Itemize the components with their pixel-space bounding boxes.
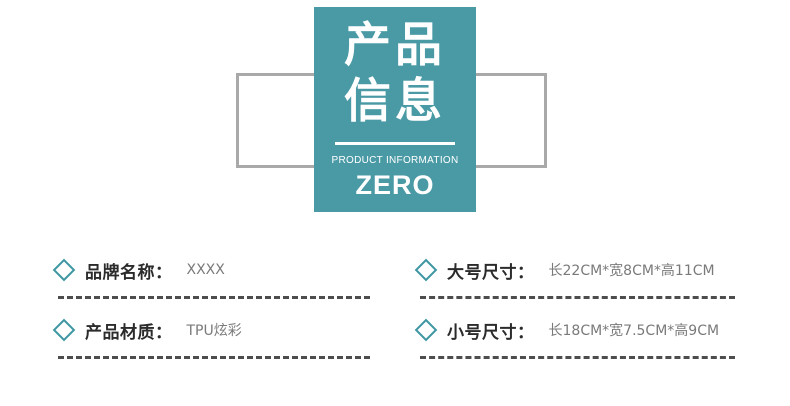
banner-divider-rule [335,142,455,145]
spec-value-material: TPU炫彩 [186,323,242,339]
diamond-icon [52,258,76,282]
spec-divider-dashed [58,356,370,359]
spec-label-small-size: 小号尺寸： [447,322,535,343]
spec-label-large-size: 大号尺寸： [447,262,535,283]
banner-title-line-1: 产品 [344,18,446,73]
spec-row-brand-name: 品牌名称： XXXX [52,248,372,308]
spec-value-large-size: 长22CM*宽8CM*高11CM [548,263,715,279]
banner-wordmark: ZERO [355,170,435,200]
spec-value-small-size: 长18CM*宽7.5CM*高9CM [548,323,720,339]
banner-subtitle: PRODUCT INFORMATION [331,155,459,166]
spec-row-small-size: 小号尺寸： 长18CM*宽7.5CM*高9CM [414,308,736,368]
product-spec-list: 品牌名称： XXXX 产品材质： TPU炫彩 大号尺寸： 长22CM*宽8CM*… [0,248,790,378]
spec-column-left: 品牌名称： XXXX 产品材质： TPU炫彩 [52,248,372,368]
diamond-icon [414,258,438,282]
spec-label-brand-name: 品牌名称： [85,262,173,283]
banner-accent-card: 产品 信息 PRODUCT INFORMATION ZERO [314,7,476,212]
spec-label-material: 产品材质： [85,322,173,343]
banner-title-line-2: 信息 [344,74,446,129]
spec-row-material: 产品材质： TPU炫彩 [52,308,372,368]
spec-row-large-size: 大号尺寸： 长22CM*宽8CM*高11CM [414,248,736,308]
diamond-icon [414,318,438,342]
spec-divider-dashed [420,296,735,299]
spec-divider-dashed [420,356,735,359]
spec-divider-dashed [58,296,370,299]
diamond-icon [52,318,76,342]
product-information-banner: 产品 信息 PRODUCT INFORMATION ZERO [236,7,547,212]
spec-column-right: 大号尺寸： 长22CM*宽8CM*高11CM 小号尺寸： 长18CM*宽7.5C… [414,248,736,368]
spec-value-brand-name: XXXX [186,262,225,278]
